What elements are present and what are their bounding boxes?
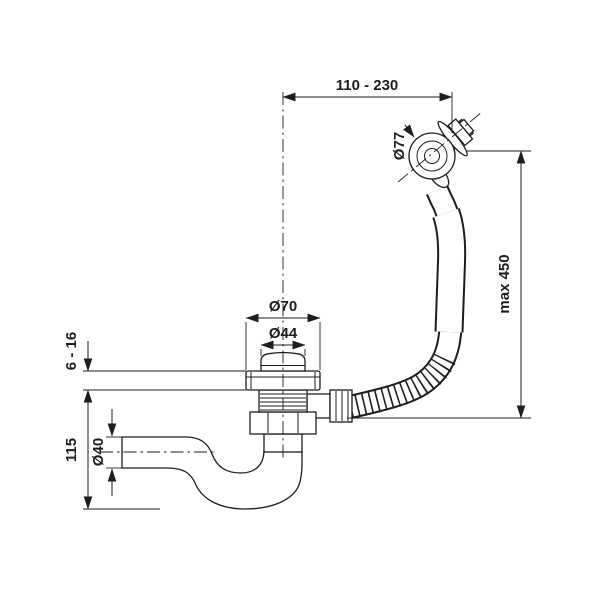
- dimension-head-diameter: Ø77: [391, 124, 415, 160]
- hose-sleeve-inner: [434, 208, 465, 333]
- dimensions: 110 - 230 Ø77 max 450 Ø70 Ø44: [63, 77, 531, 510]
- hex-nut-facets: [267, 413, 299, 433]
- overflow-rosette-knob: [424, 148, 440, 164]
- overflow-head: [408, 118, 475, 189]
- siphon-fixture: [121, 118, 475, 510]
- overflow-hose: [347, 185, 467, 419]
- dimension-plug-diameter: Ø44: [260, 325, 306, 356]
- dimension-flange-diameter: Ø70: [245, 298, 321, 370]
- dim-trap-height-label: 115: [63, 438, 80, 462]
- overflow-rosette-ring: [416, 140, 448, 172]
- hose-corrugation: [347, 350, 458, 419]
- dimension-mounting-thickness: 6 - 16: [63, 332, 246, 391]
- hose-nut-knurling: [335, 391, 349, 421]
- dim-max-height-label: max 450: [496, 254, 513, 313]
- dim-mounting-thickness-label: 6 - 16: [63, 332, 80, 370]
- dimension-pipe-diameter: Ø40: [90, 409, 122, 496]
- dim-pipe-diameter-label: Ø40: [90, 438, 107, 466]
- hose-nut: [329, 389, 353, 423]
- trap-body: [121, 436, 303, 510]
- dim-plug-diameter-label: Ø44: [269, 325, 298, 342]
- centerlines: [100, 92, 483, 458]
- dimension-max-height: max 450: [347, 150, 531, 419]
- dim-head-diameter-label: Ø77: [391, 132, 408, 160]
- overflow-axis-centerline: [397, 111, 483, 183]
- dimension-trap-height: 115: [63, 389, 160, 510]
- dim-top-span-label: 110 - 230: [336, 77, 399, 94]
- dimension-top-span: 110 - 230: [282, 77, 453, 133]
- dim-flange-diameter-label: Ø70: [269, 298, 297, 315]
